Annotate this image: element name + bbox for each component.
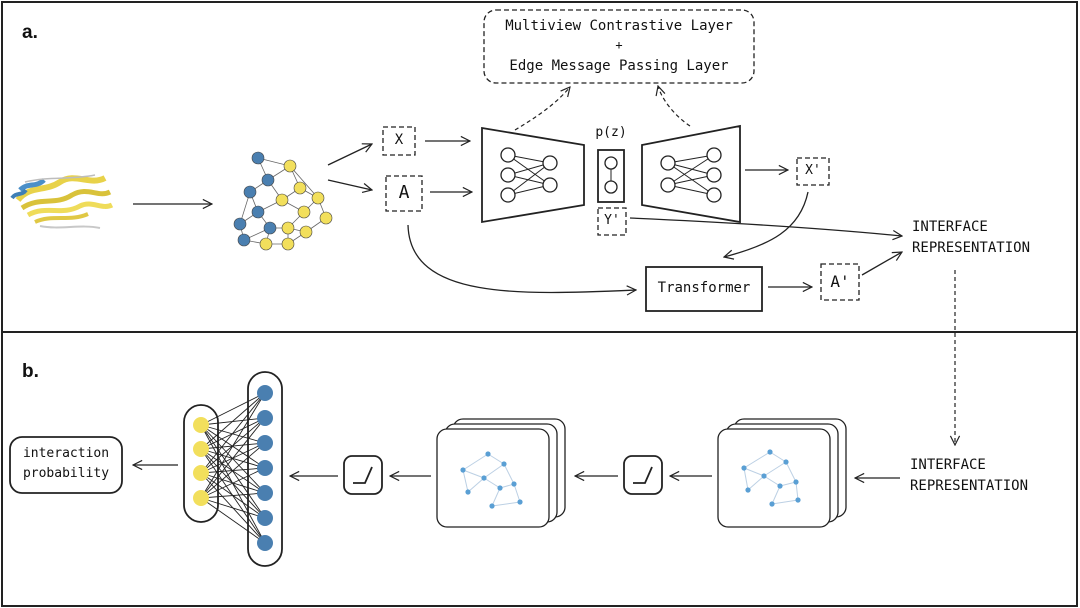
transformer-box [645,266,763,312]
adjacency-box [385,175,423,212]
layer-box [483,9,755,84]
protein-structure-image [10,174,114,229]
arrow-graph-to-a [327,179,372,190]
panel-b-label: b. [22,361,39,382]
latent-box [597,149,625,203]
recon-features-box [796,157,830,186]
graph-mini-right-nodes [741,449,801,507]
arrow-a-to-transformer [407,224,636,293]
relu-activation-left [343,455,383,495]
graph-stack-right [717,418,847,528]
interface-label-a-line2: REPRESENTATION [912,240,1031,256]
arrow-encoder-to-layer [514,87,570,131]
recon-features-label: X' [805,163,821,178]
latent-label: p(z) [595,125,627,140]
arrow-latent-to-interface [629,217,902,236]
panel-a-label: a. [22,22,38,43]
layer-box-line1: Multiview Contrastive Layer [505,18,733,34]
mlp-classifier [183,371,283,567]
adj-out-box [820,263,860,301]
graph-stack-left [436,418,566,528]
graph-mini-right [743,451,799,505]
transformer-label: Transformer [657,280,751,296]
encoder [481,126,585,224]
node-feature-box [382,126,416,156]
panel-a [1,1,1078,333]
graph-mini-left [462,453,521,507]
interface-label-b-line1: INTERFACE [910,457,986,473]
arrow-xprime-to-transformer [724,191,809,257]
node-feature-label: X [394,132,404,148]
graph-mini-left-nodes [460,451,523,509]
arrow-graph-to-x [327,144,372,166]
adj-out-label: A' [830,272,850,291]
layer-box-line2: Edge Message Passing Layer [509,58,729,74]
output-box [9,436,123,494]
output-label-line1: interaction [22,446,110,461]
decoder [641,124,741,224]
latent-output-label: Y' [604,213,620,228]
output-label-line2: probability [22,466,110,481]
layer-box-plus: + [615,38,623,52]
interface-label-b-line2: REPRESENTATION [910,478,1029,494]
protein-graph-nodes [233,151,333,251]
adjacency-label: A [398,182,410,203]
arrow-aprime-to-interface [861,252,902,276]
interface-label-a-line1: INTERFACE [912,219,988,235]
relu-activation-right [623,455,663,495]
latent-output-box [597,207,627,236]
arrow-decoder-to-layer [658,86,691,127]
